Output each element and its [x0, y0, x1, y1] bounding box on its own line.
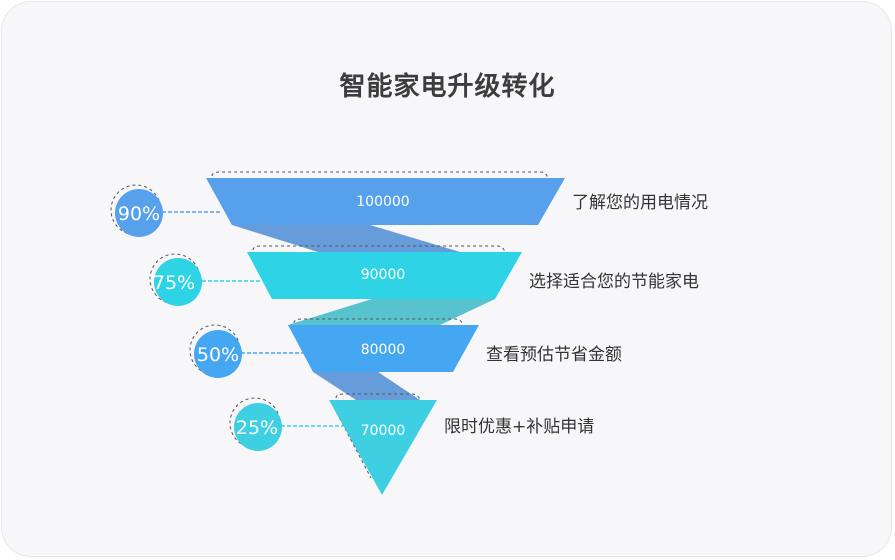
percent-circle-2: [154, 258, 202, 306]
funnel-value-2: 90000: [361, 267, 406, 283]
percent-text-3: 50%: [197, 344, 239, 366]
funnel-label-2: 选择适合您的节能家电: [529, 272, 699, 292]
percent-text-2: 75%: [153, 272, 195, 294]
funnel-label-3: 查看预估节省金额: [486, 345, 622, 365]
funnel-level-1[interactable]: [206, 178, 565, 225]
funnel-value-3: 80000: [361, 342, 406, 358]
connector-2-3: [288, 299, 495, 325]
funnel-level-3[interactable]: [288, 325, 479, 372]
connector-3-4: [313, 372, 420, 400]
percent-circle-4: [234, 403, 282, 451]
connector-1-2: [232, 225, 460, 252]
percent-text-4: 25%: [236, 417, 278, 439]
page-title: 智能家电升级转化: [339, 72, 556, 102]
funnel-value-1: 100000: [356, 194, 409, 210]
percent-text-1: 90%: [118, 203, 160, 225]
funnel-label-4: 限时优惠+补贴申请: [444, 417, 594, 437]
funnel-value-4: 70000: [361, 423, 406, 439]
funnel-level-4[interactable]: [329, 400, 437, 495]
percent-circle-1: [115, 189, 163, 237]
funnel-label-1: 了解您的用电情况: [572, 193, 708, 213]
funnel-level-2[interactable]: [247, 252, 522, 299]
percent-circle-3: [194, 330, 242, 378]
